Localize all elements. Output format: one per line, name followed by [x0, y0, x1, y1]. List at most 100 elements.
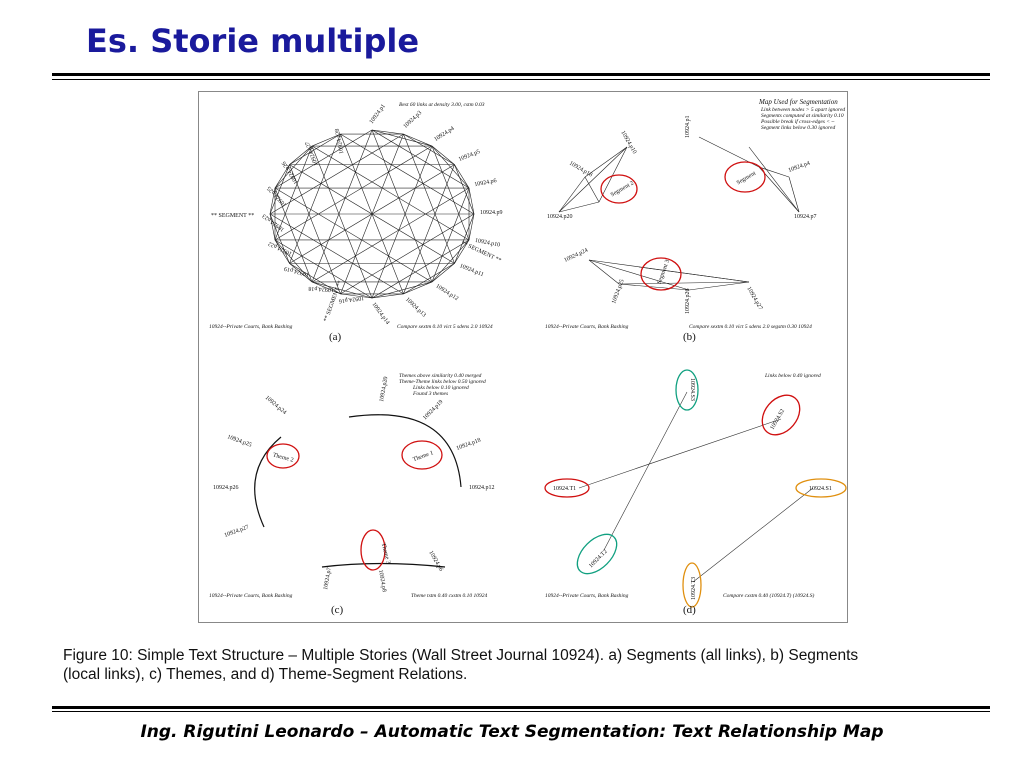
t3-ellipse	[682, 562, 702, 608]
panel-a-node: 10924.p13	[404, 297, 427, 319]
panel-b: Map Used for Segmentation Link between n…	[545, 98, 845, 343]
panel-a-node: 10924.p9	[480, 210, 503, 216]
panel-b-footer-right: Compare sextm 0.10 vict 5 sdens 2.0 segs…	[689, 323, 812, 330]
panel-c-header-line: Themes above similarity 0.40 merged	[399, 372, 482, 379]
panel-a-link	[274, 239, 373, 299]
theme-1-ellipse	[401, 440, 443, 470]
panel-c-label: (c)	[331, 604, 344, 616]
panel-a-link	[340, 133, 475, 215]
panel-b-header-line: Map Used for Segmentation	[758, 98, 838, 106]
panel-c-header-line: Links below 0.10 ignored	[412, 385, 469, 391]
panel-a-link	[311, 145, 373, 299]
segment-label: Segment	[736, 170, 757, 186]
panel-a-node: 10924.p5	[458, 149, 481, 163]
panel-a-label: (a)	[329, 331, 342, 343]
panel-a-link	[274, 164, 290, 189]
panel-b-label: (b)	[683, 331, 696, 343]
panel-a-footer-right: Compare sextm 0.10 vict 5 sdens 2.0 1092…	[397, 323, 493, 330]
panel-a-link	[269, 213, 290, 264]
panel-a-node: 10924.p18	[308, 285, 334, 293]
panel-a-node: 10924.p28	[335, 128, 346, 154]
bottom-divider-thin	[52, 711, 990, 712]
panel-b-header-line: Segments computed at similarity 0.10	[761, 113, 844, 119]
panel-a-link	[468, 213, 475, 241]
panel-d-label: (d)	[683, 604, 696, 616]
panel-d-node: 10924.T1	[553, 486, 576, 492]
panel-b-node: 10924.p20	[547, 214, 573, 220]
figure-image: Best 60 links at density 3.00, cstm 0.03…	[198, 91, 848, 623]
theme-2-arc	[254, 436, 282, 528]
panel-a-link	[311, 281, 341, 295]
panel-d-footer-left: 10924--Private Courts, Bank Bashing	[545, 592, 629, 599]
panel-a-link	[274, 187, 313, 283]
panel-d-node: 10924.S2	[770, 408, 787, 431]
panel-c-node: 10924.p20	[379, 376, 389, 402]
panel-a-link	[403, 263, 455, 295]
panel-a-link	[468, 187, 475, 215]
panel-a-link	[340, 293, 373, 299]
panel-a-link	[431, 187, 470, 283]
panel-a-link	[431, 145, 455, 165]
panel-a-link	[311, 133, 341, 147]
bottom-divider	[52, 706, 990, 709]
panel-a-link	[289, 263, 313, 283]
panel-c-header-line: Found 3 themes	[412, 391, 448, 397]
panel-a-link	[340, 134, 404, 294]
theme-3-arc	[321, 562, 446, 568]
panel-b-node: 10924.p4	[788, 161, 811, 174]
panel-a-link	[403, 134, 455, 264]
panel-a: Best 60 links at density 3.00, cstm 0.03…	[209, 102, 503, 343]
panel-a-link	[371, 145, 433, 299]
panel-a-link	[431, 145, 470, 241]
panel-a-link	[371, 129, 470, 189]
panel-d-header: Links below 0.40 ignored	[764, 372, 821, 379]
theme-label: Theme 1	[412, 450, 434, 463]
panel-d-node: 10924.S1	[809, 486, 832, 492]
panel-a-link	[371, 239, 470, 299]
panel-d-node: 10924.T2	[588, 549, 609, 570]
top-divider	[52, 73, 990, 76]
panel-a-link	[274, 187, 433, 283]
panel-b-node: 10924.p7	[794, 214, 817, 220]
t1-ellipse	[544, 478, 590, 498]
figure-caption: Figure 10: Simple Text Structure – Multi…	[63, 646, 983, 684]
panel-c-node: 10924.p8	[377, 569, 387, 592]
panel-c-node: 10924.p12	[469, 485, 495, 491]
panel-a-link	[274, 145, 433, 241]
panel-a-link	[311, 281, 373, 299]
panel-a-link	[289, 133, 341, 165]
panel-c-node: 10924.p18	[456, 438, 482, 452]
panel-a-footer-left: 10924--Private Courts, Bank Bashing	[209, 323, 293, 330]
panel-d-node: 10924.T3	[691, 577, 697, 600]
panel-a-node: 10924.p11	[459, 263, 485, 278]
panel-b-node: 10924.p10	[619, 130, 637, 155]
panel-d-footer-right: Compare cxstm 0.40 (10924.T) (10924.S)	[723, 592, 814, 599]
panel-a-node: 10924.p27	[305, 140, 320, 166]
panel-a-links	[269, 129, 475, 299]
s3-ellipse	[675, 369, 699, 411]
segment-label: Segment 3	[657, 259, 671, 285]
panel-b-node: 10924.p24	[563, 248, 589, 264]
panel-a-link	[289, 145, 313, 165]
panel-a-header: Best 60 links at density 3.00, cstm 0.03	[399, 102, 485, 108]
panel-b-node: 10924.p27	[745, 286, 763, 311]
panel-a-link	[269, 187, 276, 215]
panel-c-node: 10924.p26	[213, 485, 239, 491]
s2-ellipse	[761, 394, 801, 436]
panel-a-link	[269, 213, 404, 295]
theme-2-ellipse	[266, 443, 300, 469]
panel-a-link	[311, 145, 470, 241]
caption-line: (local links), c) Themes, and d) Theme-S…	[63, 666, 468, 683]
theme-3-ellipse	[360, 529, 386, 571]
panel-a-link	[289, 164, 341, 294]
panel-c-node: 10924.p6	[427, 550, 443, 572]
panel-c-node: 10924.p27	[224, 525, 250, 539]
panel-a-link	[454, 164, 475, 215]
panel-a-link	[340, 213, 475, 295]
s1-ellipse	[795, 478, 847, 498]
panel-a-link	[454, 213, 475, 264]
theme-label: Theme 2	[272, 452, 294, 463]
theme-1-arc	[348, 414, 462, 488]
panel-a-node: 10924.p16	[338, 294, 364, 303]
